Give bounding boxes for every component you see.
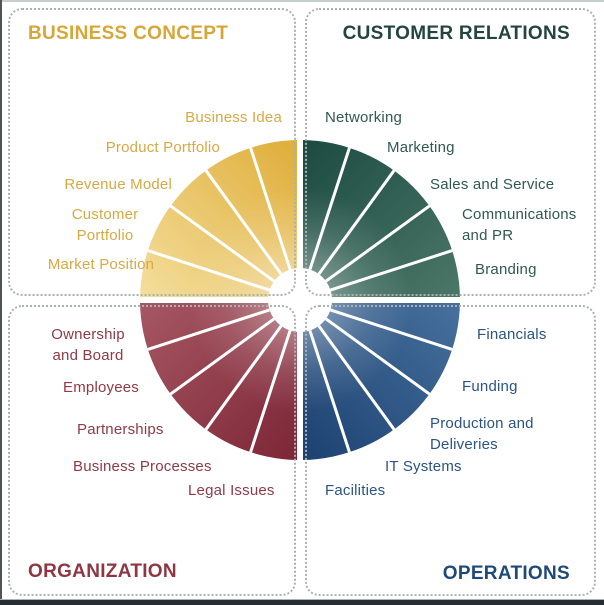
label-legal-issues: Legal Issues [188, 482, 275, 499]
label-revenue-model: Revenue Model [64, 176, 172, 193]
label-product-portfolio: Product Portfolio [105, 139, 220, 156]
label-business-processes: Business Processes [73, 458, 212, 475]
center-glow [140, 140, 460, 460]
label-production-and-deliveries: Production and Deliveries [430, 415, 534, 453]
label-ownership-and-board: Ownership and Board [51, 326, 125, 364]
label-networking: Networking [325, 109, 403, 126]
label-business-idea: Business Idea [185, 109, 282, 126]
top-edge-strip [0, 0, 604, 2]
label-market-position: Market Position [47, 256, 155, 273]
label-facilities: Facilities [325, 482, 386, 499]
label-customer-portfolio: Customer Portfolio [71, 206, 139, 244]
label-employees: Employees [63, 379, 140, 396]
title-organization: ORGANIZATION [28, 561, 177, 582]
label-sales-and-service: Sales and Service [430, 176, 555, 193]
label-partnerships: Partnerships [77, 421, 164, 438]
title-business-concept: BUSINESS CONCEPT [28, 23, 229, 44]
bottom-edge-bar [0, 599, 604, 605]
label-it-systems: IT Systems [385, 458, 462, 475]
label-financials: Financials [477, 326, 547, 343]
title-operations: OPERATIONS [442, 563, 570, 584]
label-communications-and-pr: Communications and PR [462, 206, 577, 244]
label-branding: Branding [475, 261, 537, 278]
title-customer-relations: CUSTOMER RELATIONS [342, 23, 570, 44]
label-marketing: Marketing [387, 139, 455, 156]
label-funding: Funding [462, 378, 518, 395]
left-edge-strip [0, 0, 2, 605]
